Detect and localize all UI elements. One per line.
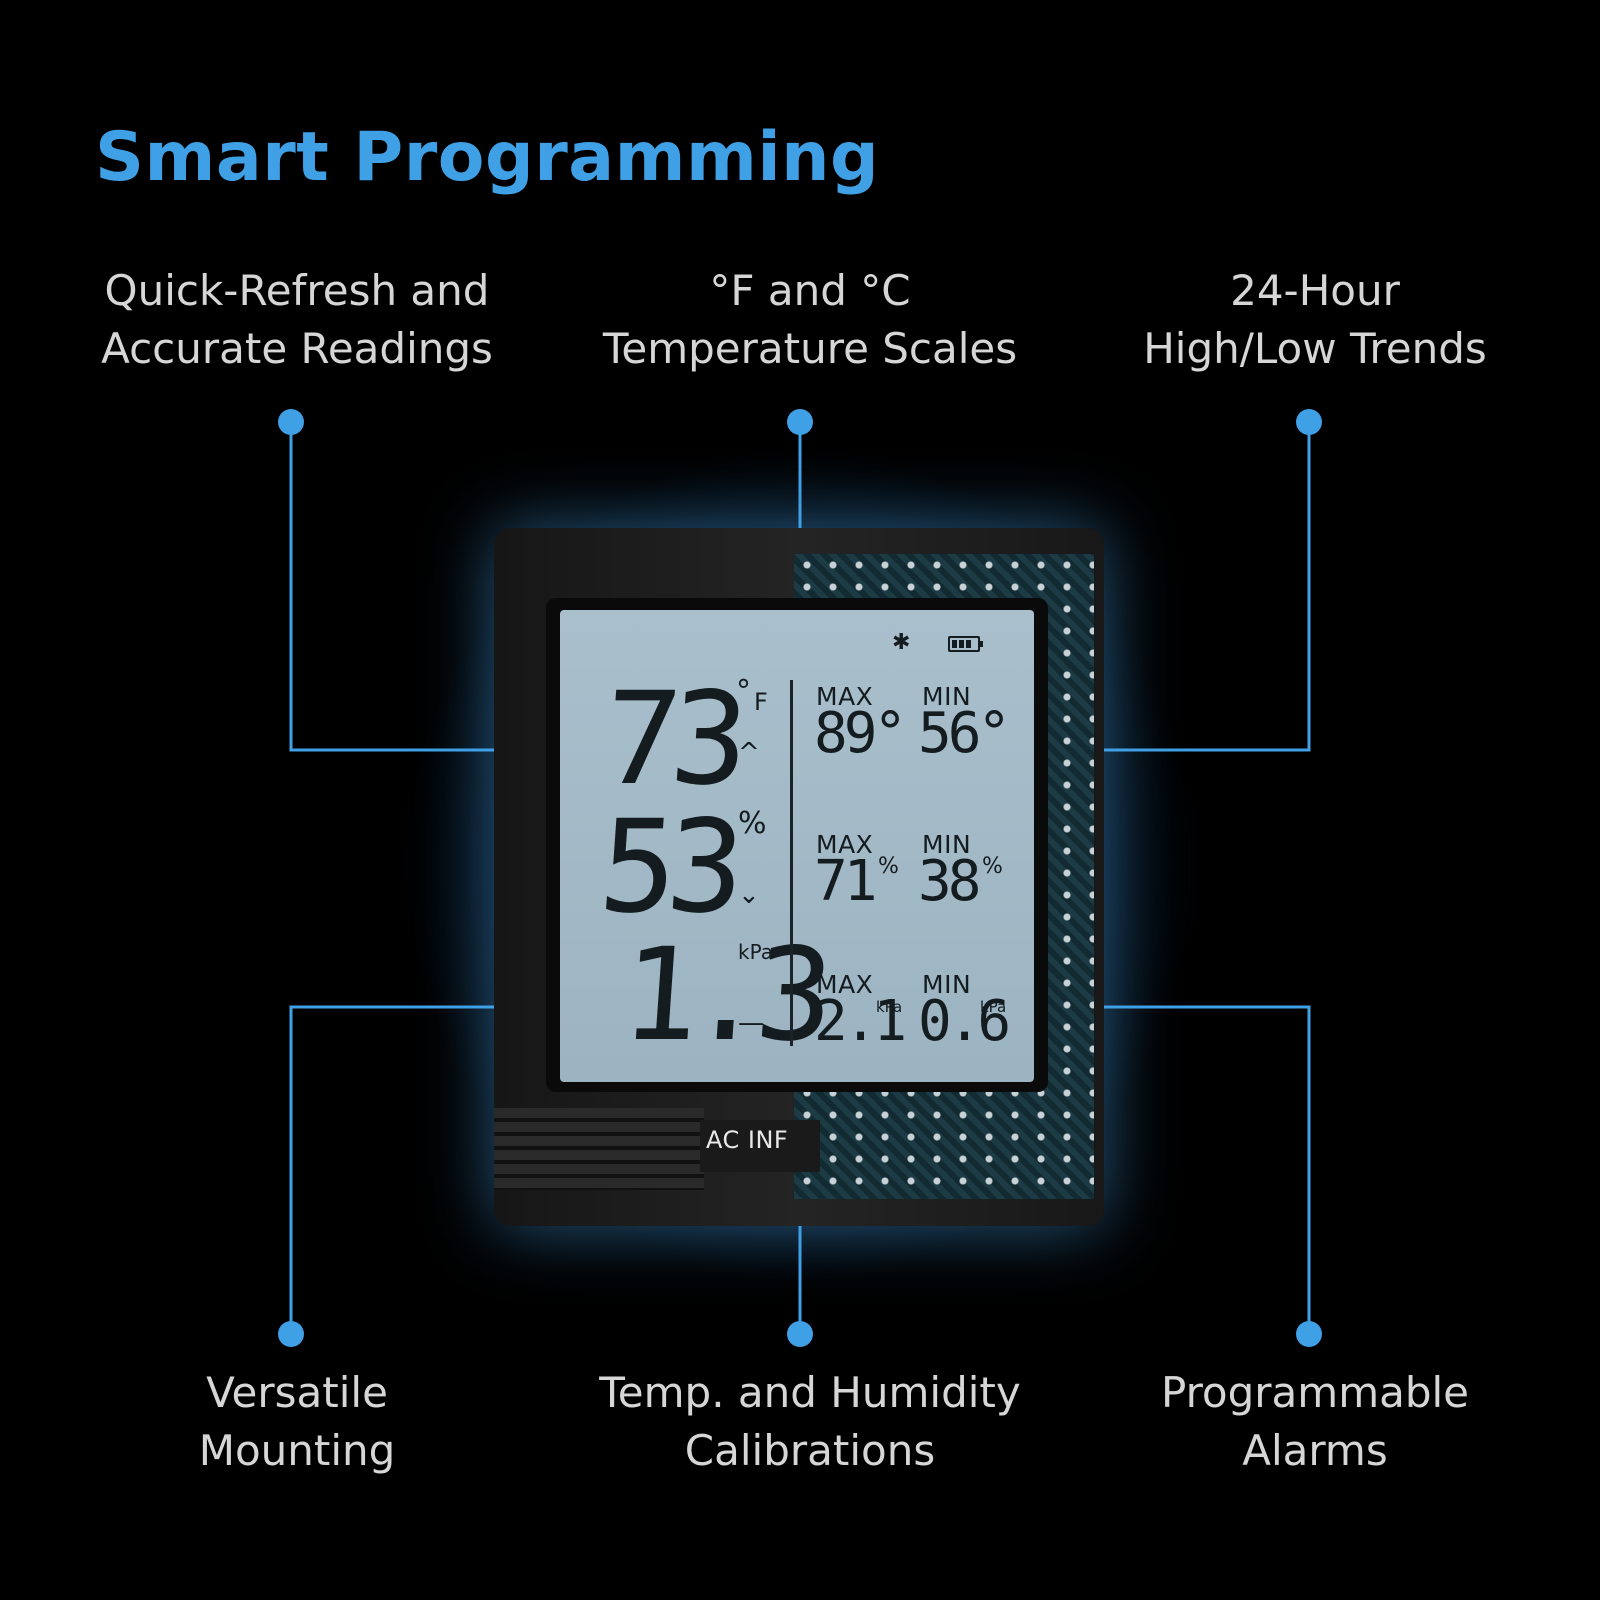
connector-top-right: [1104, 422, 1311, 752]
feature-line: Temp. and Humidity: [599, 1368, 1021, 1417]
feature-line: °F and °C: [709, 266, 911, 315]
feature-quick-refresh: Quick-Refresh and Accurate Readings: [37, 262, 557, 378]
feature-line: Calibrations: [684, 1426, 936, 1475]
brand-logo: AC INF: [706, 1126, 789, 1154]
hum-max-label: MAX: [816, 830, 874, 859]
feature-line: Versatile: [206, 1368, 388, 1417]
humidity-unit: %: [738, 806, 767, 841]
temperature-reading: 73: [598, 665, 744, 814]
feature-line: Temperature Scales: [602, 324, 1018, 373]
feature-line: Programmable: [1160, 1368, 1470, 1417]
feature-versatile-mounting: Versatile Mounting: [37, 1364, 557, 1480]
page-title: Smart Programming: [95, 118, 880, 197]
feature-programmable-alarms: Programmable Alarms: [1055, 1364, 1575, 1480]
hum-min-value: 38: [918, 849, 981, 914]
feature-line: Mounting: [198, 1426, 396, 1475]
vpd-max-value: 2.1: [814, 989, 907, 1054]
hum-max-unit: %: [878, 854, 899, 879]
display-divider: [790, 680, 793, 1046]
trend-up-icon: ^: [738, 738, 760, 768]
lcd-display: ✱ 73 ° F ^ 53 % ⌄ 1.3 kPa — MAX MIN 89° …: [560, 610, 1034, 1082]
vpd-min-label: MIN: [922, 970, 972, 999]
feature-line: High/Low Trends: [1143, 324, 1487, 373]
connector-bottom-right: [1104, 1005, 1311, 1334]
thermo-hygrometer-device: ✱ 73 ° F ^ 53 % ⌄ 1.3 kPa — MAX MIN 89° …: [494, 528, 1104, 1226]
temp-min-value: 56°: [918, 701, 1011, 766]
hum-max-value: 71: [814, 849, 877, 914]
degree-sign: °: [736, 674, 751, 709]
vpd-min-unit: kPa: [980, 998, 1007, 1016]
vpd-min-value: 0.6: [918, 989, 1011, 1054]
feature-line: Quick-Refresh and: [104, 266, 490, 315]
vpd-unit: kPa: [738, 940, 773, 964]
feature-line: Alarms: [1242, 1426, 1388, 1475]
humidity-reading: 53: [594, 793, 740, 942]
vpd-max-label: MAX: [816, 970, 874, 999]
vpd-max-unit: kPa: [876, 998, 903, 1016]
connector-dot: [278, 409, 304, 435]
temp-max-label: MAX: [816, 682, 874, 711]
connector-dot: [787, 1321, 813, 1347]
connector-bottom-left: [289, 1005, 494, 1334]
trend-flat-icon: —: [738, 1008, 764, 1038]
feature-temperature-scales: °F and °C Temperature Scales: [550, 262, 1070, 378]
device-vent: [494, 1108, 704, 1190]
connector-dot: [1296, 409, 1322, 435]
connector-dot: [787, 409, 813, 435]
bluetooth-icon: ✱: [892, 630, 911, 655]
connector-dot: [278, 1321, 304, 1347]
brand-plate: [700, 1120, 820, 1172]
feature-calibrations: Temp. and Humidity Calibrations: [550, 1364, 1070, 1480]
feature-line: 24-Hour: [1230, 266, 1400, 315]
connector-top-left: [289, 422, 494, 752]
temperature-unit: F: [754, 688, 768, 716]
hum-min-unit: %: [982, 854, 1003, 879]
vpd-reading: 1.3: [616, 921, 829, 1070]
hum-min-label: MIN: [922, 830, 972, 859]
temp-min-label: MIN: [922, 682, 972, 711]
battery-icon: [948, 636, 983, 652]
feature-high-low-trends: 24-Hour High/Low Trends: [1055, 262, 1575, 378]
feature-line: Accurate Readings: [101, 324, 493, 373]
trend-down-icon: ⌄: [738, 880, 760, 910]
connector-dot: [1296, 1321, 1322, 1347]
temp-max-value: 89°: [814, 701, 907, 766]
